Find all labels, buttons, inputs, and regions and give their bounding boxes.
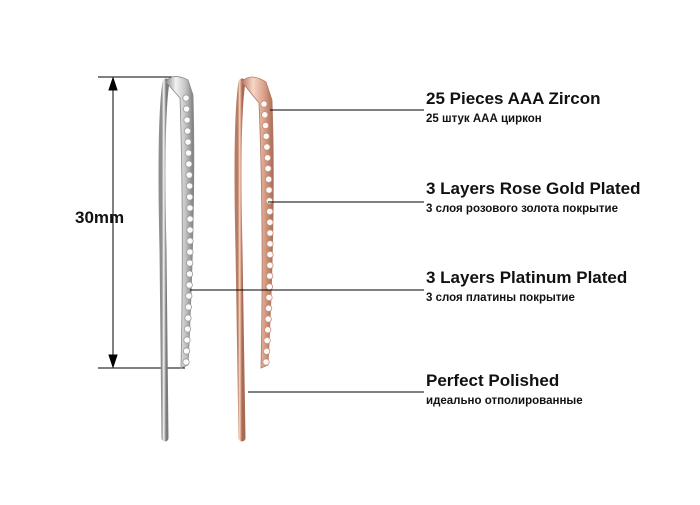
zircon-stone xyxy=(264,175,273,183)
zircon-stone xyxy=(266,240,274,248)
zircon-stone xyxy=(184,149,192,157)
feature-platinum: 3 Layers Platinum Plated 3 слоя платины … xyxy=(426,268,627,304)
zircon-stone xyxy=(264,326,272,334)
rose-zircon-stones xyxy=(260,100,274,366)
feature-title: 25 Pieces AAA Zircon xyxy=(426,89,601,108)
zircon-stone xyxy=(265,197,273,205)
zircon-stone xyxy=(262,358,270,366)
zircon-stone xyxy=(264,164,272,173)
zircon-stone xyxy=(186,204,194,212)
dimension-lines xyxy=(98,76,185,369)
zircon-stone xyxy=(260,100,268,108)
zircon-stone xyxy=(265,293,273,302)
zircon-stone xyxy=(266,272,274,280)
zircon-stone xyxy=(263,143,271,151)
zircon-stone xyxy=(182,105,191,113)
zircon-stone xyxy=(266,207,274,216)
zircon-stone xyxy=(262,132,270,140)
silver-zircon-stones xyxy=(182,94,194,366)
zircon-stone xyxy=(185,160,193,168)
zircon-stone xyxy=(183,116,191,124)
zircon-stone xyxy=(266,229,274,237)
zircon-stone xyxy=(186,215,194,223)
feature-title: 3 Layers Rose Gold Plated xyxy=(426,179,641,198)
feature-subtitle: 25 штук ААА циркон xyxy=(426,113,542,125)
zircon-stone xyxy=(183,127,192,135)
zircon-stone xyxy=(183,325,192,333)
zircon-stone xyxy=(265,283,273,291)
zircon-stone xyxy=(186,193,194,201)
zircon-stone xyxy=(184,314,192,322)
zircon-stone xyxy=(184,303,192,311)
zircon-stone xyxy=(186,248,194,256)
zircon-stone xyxy=(186,259,194,267)
zircon-stone xyxy=(266,261,274,269)
zircon-stone xyxy=(182,358,190,366)
zircon-stone xyxy=(186,237,194,245)
feature-zircon: 25 Pieces AAA Zircon 25 штук ААА циркон xyxy=(426,89,600,125)
zircon-stone xyxy=(185,292,193,300)
feature-polished: Perfect Polished идеально отполированные xyxy=(426,371,583,407)
rose-gold-earring xyxy=(234,76,274,442)
zircon-stone xyxy=(261,111,269,119)
zircon-stone xyxy=(264,315,272,323)
silver-earring xyxy=(158,76,195,442)
zircon-stone xyxy=(262,347,271,355)
feature-subtitle: 3 слоя розового золота покрытие xyxy=(426,203,619,215)
zircon-stone xyxy=(185,270,194,278)
feature-subtitle: 3 слоя платины покрытие xyxy=(426,292,575,304)
zircon-stone xyxy=(261,121,270,130)
zircon-stone xyxy=(265,186,273,194)
zircon-stone xyxy=(263,336,271,345)
zircon-stone xyxy=(185,281,193,289)
feature-subtitle: идеально отполированные xyxy=(426,395,583,407)
zircon-stone xyxy=(182,94,190,102)
zircon-stone xyxy=(186,226,194,234)
zircon-stone xyxy=(266,218,274,226)
zircon-stone xyxy=(184,138,192,146)
zircon-stone xyxy=(185,182,194,190)
zircon-stone xyxy=(263,154,272,162)
dimension-label: 30mm xyxy=(75,208,125,227)
feature-rose-gold: 3 Layers Rose Gold Plated 3 слоя розовог… xyxy=(426,179,640,215)
zircon-stone xyxy=(183,336,191,344)
zircon-stone xyxy=(185,171,193,179)
feature-title: 3 Layers Platinum Plated xyxy=(426,268,628,287)
feature-title: Perfect Polished xyxy=(426,371,560,390)
zircon-stone xyxy=(264,304,273,312)
zircon-stone xyxy=(266,250,274,259)
zircon-stone xyxy=(182,347,191,355)
callout-lines xyxy=(190,109,424,393)
